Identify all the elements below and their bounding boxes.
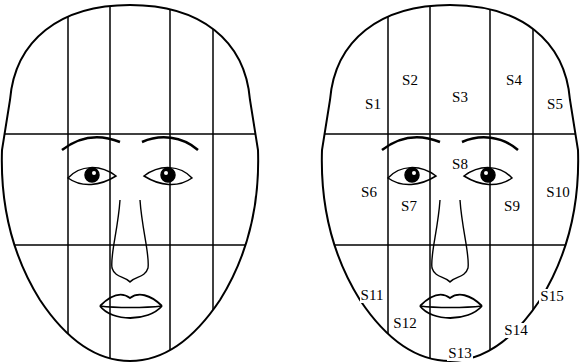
region-label: S13 — [447, 346, 472, 361]
region-label: S7 — [400, 199, 418, 214]
region-label: S1 — [364, 97, 382, 112]
region-label: S8 — [451, 157, 469, 172]
region-label: S5 — [546, 97, 564, 112]
region-label: S15 — [539, 289, 564, 304]
region-label: S3 — [451, 90, 469, 105]
region-label: S10 — [545, 185, 570, 200]
region-label: S2 — [401, 73, 419, 88]
region-label: S12 — [392, 316, 417, 331]
region-label: S9 — [503, 199, 521, 214]
region-label: S4 — [505, 73, 523, 88]
region-label: S6 — [360, 185, 378, 200]
region-label: S14 — [503, 323, 528, 338]
region-label: S11 — [360, 288, 385, 303]
